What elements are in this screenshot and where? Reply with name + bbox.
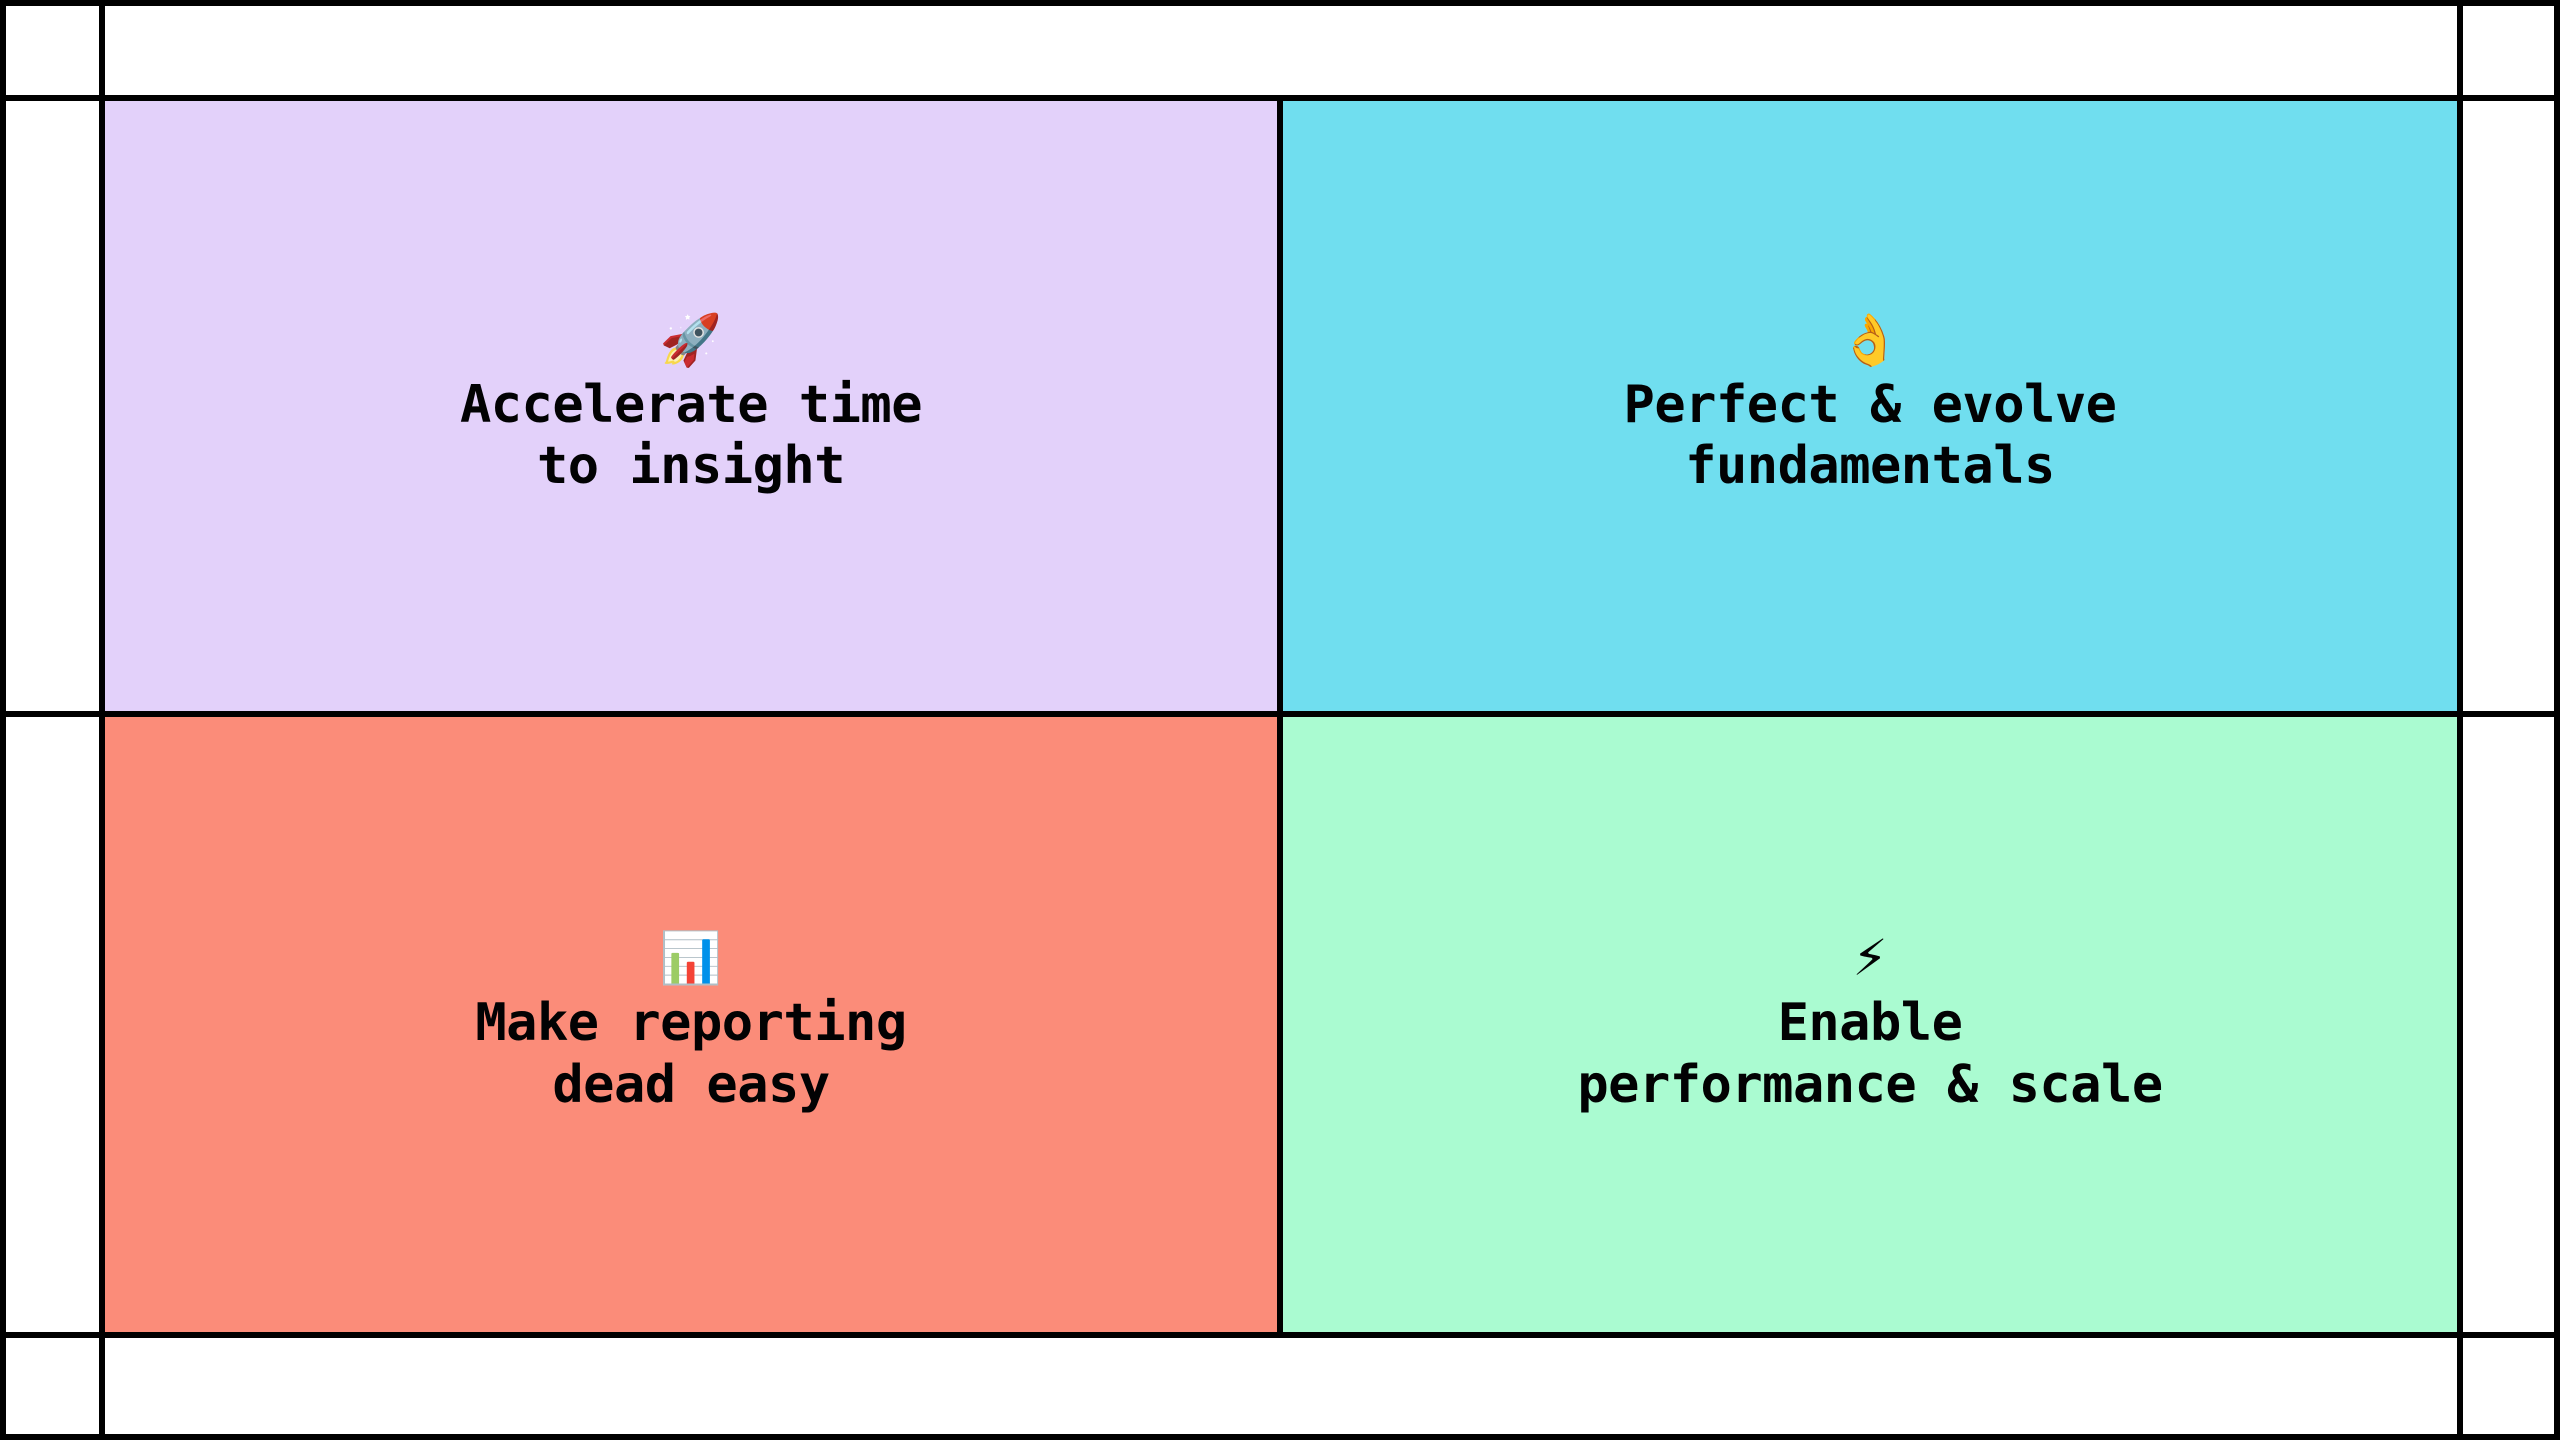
gutter-bottom-right bbox=[2463, 1338, 2554, 1434]
gutter-row1-right bbox=[2463, 101, 2554, 711]
quadrant-make-reporting-dead-easy[interactable]: 📊 Make reporting dead easy bbox=[105, 717, 1277, 1332]
ok-hand-icon: 👌 bbox=[1838, 310, 1902, 369]
rule-right-border bbox=[2554, 0, 2560, 1440]
quadrant-title: Make reporting dead easy bbox=[475, 993, 907, 1115]
gutter-row2-right bbox=[2463, 717, 2554, 1332]
footer-strip bbox=[105, 1338, 2457, 1434]
quadrant-accelerate-time-to-insight[interactable]: 🚀 Accelerate time to insight bbox=[105, 101, 1277, 711]
rule-column-divider bbox=[1277, 95, 1283, 1338]
rule-right-gutter-edge bbox=[2457, 0, 2463, 1440]
quadrant-title: Accelerate time to insight bbox=[459, 374, 923, 496]
header-strip bbox=[105, 6, 2457, 95]
gutter-top-right bbox=[2463, 6, 2554, 95]
bar-chart-icon: 📊 bbox=[659, 929, 723, 988]
gutter-top-left bbox=[6, 6, 99, 95]
gutter-bottom-left bbox=[6, 1338, 99, 1434]
gutter-row1-left bbox=[6, 101, 99, 711]
quadrant-title: Enable performance & scale bbox=[1577, 993, 2163, 1115]
rule-top-border bbox=[0, 0, 2560, 6]
high-voltage-icon: ⚡ bbox=[1852, 929, 1888, 988]
rule-left-gutter-edge bbox=[99, 0, 105, 1440]
quadrant-perfect-and-evolve-fundamentals[interactable]: 👌 Perfect & evolve fundamentals bbox=[1283, 101, 2457, 711]
rule-left-border bbox=[0, 0, 6, 1440]
quadrant-enable-performance-and-scale[interactable]: ⚡ Enable performance & scale bbox=[1283, 717, 2457, 1332]
rule-bottom-border bbox=[0, 1434, 2560, 1440]
quadrant-title: Perfect & evolve fundamentals bbox=[1623, 374, 2117, 496]
rocket-icon: 🚀 bbox=[659, 310, 723, 369]
gutter-row2-left bbox=[6, 717, 99, 1332]
